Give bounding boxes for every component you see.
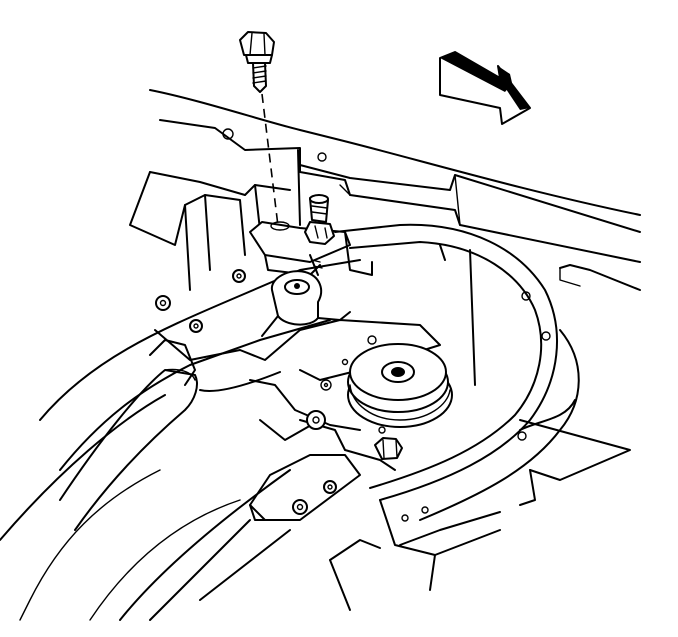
pulley xyxy=(347,343,453,428)
hex-nut xyxy=(374,437,403,460)
lower-arm xyxy=(149,410,396,621)
isolator-mount xyxy=(261,254,351,337)
direction-arrow-icon xyxy=(439,51,531,125)
cross-member xyxy=(0,259,361,621)
lower-plate xyxy=(249,319,441,441)
wedge-bracket xyxy=(329,419,631,611)
upper-body-panel xyxy=(149,89,641,291)
stud-nut-icon xyxy=(304,194,335,245)
bolt-icon xyxy=(239,31,275,93)
left-fasteners xyxy=(155,269,246,333)
bolt-alignment-line xyxy=(261,93,279,227)
tube xyxy=(59,368,198,531)
left-side-structure xyxy=(129,171,291,291)
curved-frame xyxy=(334,223,580,521)
